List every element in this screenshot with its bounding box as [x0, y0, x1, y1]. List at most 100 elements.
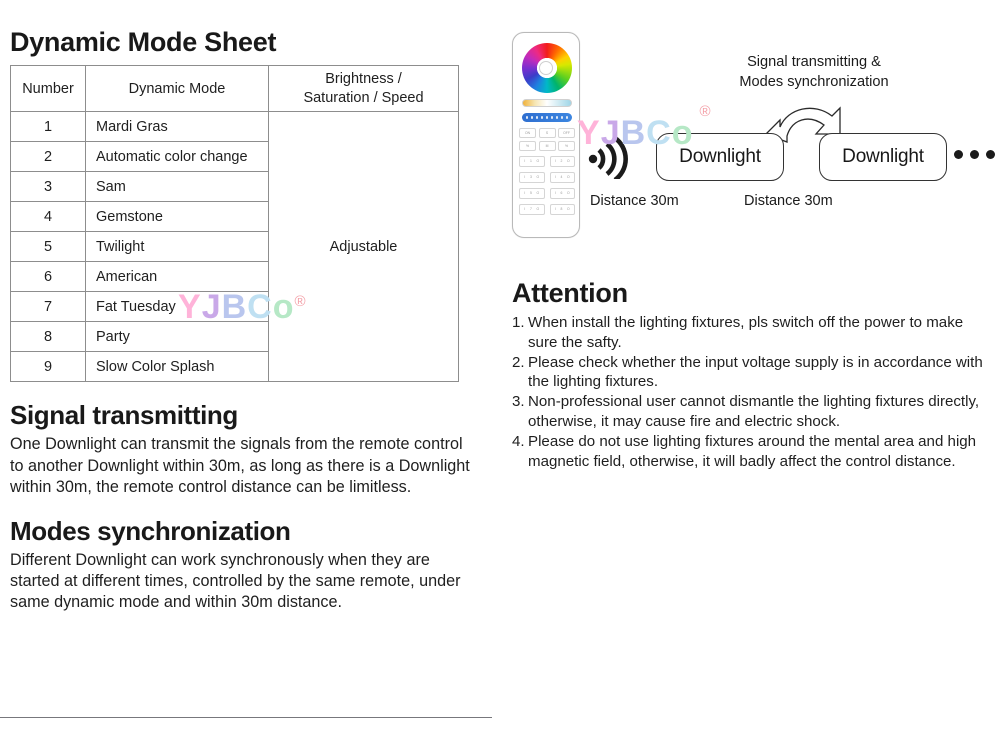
attention-item-text: Please do not use lighting fixtures arou…	[528, 433, 977, 470]
table-body: 1 Mardi Gras Adjustable 2 Automatic colo…	[10, 111, 459, 383]
cell-mode: Gemstone	[85, 201, 269, 233]
column-header-brightness-line1: Brightness /	[325, 71, 402, 88]
column-header-brightness: Brightness / Saturation / Speed	[268, 65, 459, 113]
attention-list: 1. When install the lighting fixtures, p…	[512, 313, 992, 471]
attention-item: 2. Please check whether the input voltag…	[512, 353, 992, 392]
zone-off-label: O	[536, 207, 540, 211]
column-header-dynamic-mode: Dynamic Mode	[85, 65, 269, 113]
cell-mode: Slow Color Splash	[85, 351, 269, 383]
cell-mode: Automatic color change	[85, 141, 269, 173]
attention-item: 3. Non-professional user cannot dismantl…	[512, 392, 992, 431]
table-row: 4 Gemstone	[10, 201, 459, 233]
attention-item-text: Non-professional user cannot dismantle t…	[528, 393, 980, 431]
cell-number: 6	[10, 261, 86, 293]
page-title: Dynamic Mode Sheet	[10, 27, 277, 57]
table-row: 5 Twilight	[10, 231, 459, 263]
left-column: Dynamic Mode Sheet Number Dynamic Mode B…	[10, 28, 480, 614]
cell-adjustable: Adjustable	[268, 111, 459, 383]
distance-label-1: Distance 30m	[590, 193, 679, 209]
signal-transmitting-body: One Downlight can transmit the signals f…	[10, 435, 470, 496]
ellipsis-icon	[954, 150, 995, 159]
downlight-box-2: Downlight	[819, 133, 947, 181]
zone-off-label: O	[567, 175, 570, 179]
remote-key-row: % M %	[519, 140, 575, 151]
column-header-brightness-line2: Saturation / Speed	[303, 89, 424, 106]
zone-on-label: I	[524, 175, 526, 179]
cell-number: 8	[10, 321, 86, 353]
table-header-row: Number Dynamic Mode Brightness / Saturat…	[10, 65, 459, 113]
cell-mode: Mardi Gras	[85, 111, 269, 143]
remote-key-mode[interactable]: M	[538, 140, 556, 151]
table-row: 1 Mardi Gras Adjustable	[10, 111, 459, 383]
cell-number: 9	[10, 351, 86, 383]
attention-section: Attention 1. When install the lighting f…	[512, 278, 992, 472]
remote-key-row: ON S OFF	[519, 128, 575, 138]
zone-off-label: O	[567, 207, 570, 211]
zone-number-label: 3	[529, 175, 532, 179]
table-row: 7 Fat Tuesday	[10, 291, 459, 323]
signal-transmitting-section: Signal transmitting One Downlight can tr…	[10, 400, 480, 498]
zone-on-label: I	[524, 191, 526, 195]
cell-number: 7	[10, 291, 86, 323]
color-wheel-icon	[522, 43, 572, 93]
table-row: 3 Sam	[10, 171, 459, 203]
bidirectional-arrow-icon	[764, 106, 841, 143]
remote-key-on[interactable]: ON	[519, 128, 536, 138]
cell-number: 1	[10, 111, 86, 143]
cell-mode: American	[85, 261, 269, 293]
diagram-caption: Signal transmitting & Modes synchronizat…	[684, 52, 944, 92]
diagram-caption-line1: Signal transmitting &	[747, 54, 881, 70]
table-row: 6 American	[10, 261, 459, 293]
zone-on-label: I	[554, 207, 556, 211]
footer-divider	[0, 717, 492, 718]
attention-item-number: 4.	[512, 433, 525, 451]
zone-on-label: I	[554, 191, 556, 195]
modes-synchronization-section: Modes synchronization Different Downligh…	[10, 516, 480, 614]
modes-synchronization-body: Different Downlight can work synchronous…	[10, 551, 461, 612]
zone-number-label: 5	[529, 191, 532, 195]
attention-item-number: 2.	[512, 353, 525, 371]
zone-on-label: I	[554, 159, 556, 163]
remote-key-s[interactable]: S	[538, 128, 556, 138]
table-header: Number Dynamic Mode Brightness / Saturat…	[10, 65, 459, 113]
zone-off-label: O	[536, 175, 540, 179]
zone-number-label: 1	[529, 159, 532, 163]
zone-number-label: 4	[560, 175, 563, 179]
attention-item: 1. When install the lighting fixtures, p…	[512, 313, 992, 352]
cell-mode: Sam	[85, 171, 269, 203]
zone-number-label: 2	[560, 159, 563, 163]
ellipsis-dot	[970, 150, 979, 159]
cell-number: 2	[10, 141, 86, 173]
attention-item-number: 1.	[512, 314, 525, 331]
ellipsis-dot	[954, 150, 963, 159]
column-header-number: Number	[10, 65, 86, 113]
zone-number-label: 7	[529, 207, 532, 211]
diagram-caption-line2: Modes synchronization	[739, 74, 889, 91]
remote-key-off[interactable]: OFF	[558, 128, 575, 138]
downlight-box-1: Downlight	[656, 133, 784, 181]
distance-label-2: Distance 30m	[744, 193, 833, 209]
zone-number-label: 8	[560, 207, 563, 211]
cell-number: 4	[10, 201, 86, 233]
cell-number: 5	[10, 231, 86, 263]
signal-waves-icon	[588, 136, 628, 179]
attention-heading: Attention	[512, 278, 628, 308]
remote-key-brightness-down[interactable]: %	[519, 140, 536, 151]
cell-number: 3	[10, 171, 86, 203]
remote-key-brightness-up[interactable]: %	[558, 140, 575, 151]
